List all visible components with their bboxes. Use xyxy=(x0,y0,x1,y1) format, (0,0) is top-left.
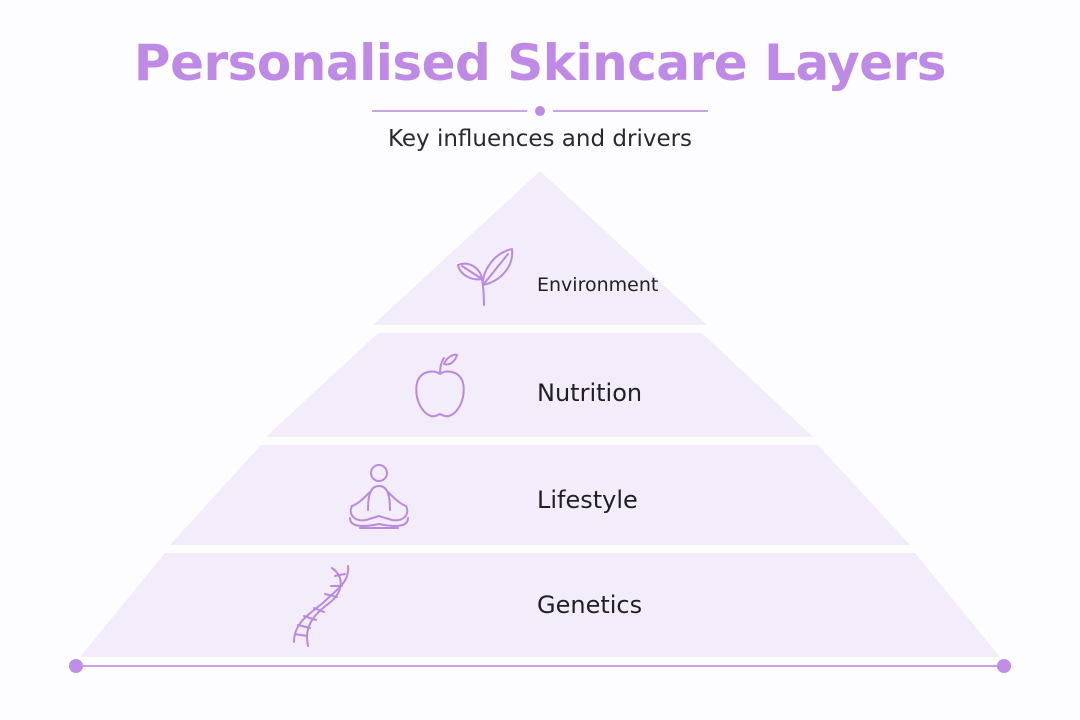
title-divider-dot xyxy=(535,106,545,116)
pyramid-layer-genetics xyxy=(80,553,1000,657)
baseline-dot-left xyxy=(69,659,83,673)
dna-icon xyxy=(288,564,354,648)
leaf-sprout-icon xyxy=(452,245,518,309)
layer-label-environment: Environment xyxy=(537,274,659,296)
pyramid-layer-environment xyxy=(373,171,707,325)
layer-label-lifestyle: Lifestyle xyxy=(537,486,638,514)
baseline-dot-right xyxy=(997,659,1011,673)
pyramid-layer-lifestyle xyxy=(170,445,910,545)
title-divider-right xyxy=(553,110,708,112)
layer-label-genetics: Genetics xyxy=(537,591,643,619)
apple-icon xyxy=(411,352,471,420)
page-title: Personalised Skincare Layers xyxy=(133,34,947,92)
layer-label-nutrition: Nutrition xyxy=(537,379,643,407)
page-subtitle: Key influences and drivers xyxy=(387,126,693,152)
meditation-person-icon xyxy=(346,462,412,532)
pyramid-baseline xyxy=(76,665,1004,667)
pyramid-layer-nutrition xyxy=(266,333,813,437)
title-divider-left xyxy=(372,110,527,112)
